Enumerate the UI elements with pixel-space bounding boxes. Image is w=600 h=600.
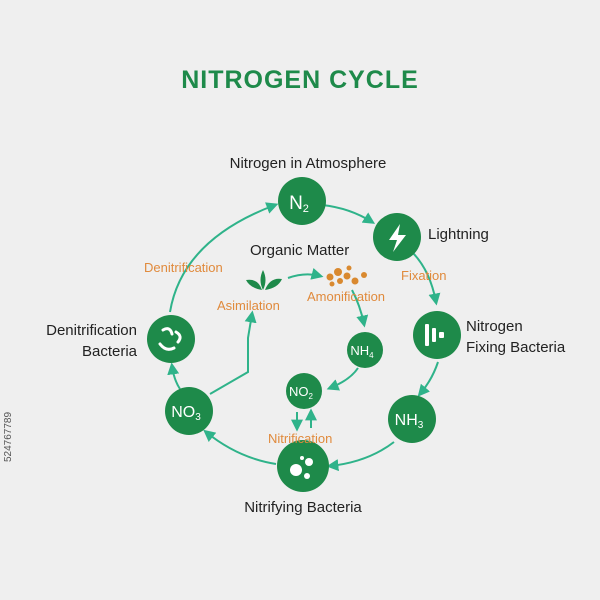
label-fixing-bacteria-1: Nitrogen — [466, 318, 523, 335]
leaf-sprout-icon — [246, 270, 282, 290]
lightning-bolt-icon — [389, 224, 406, 252]
svg-text:NO2: NO2 — [289, 384, 314, 401]
node-nh3: NH3 — [388, 395, 436, 443]
label-atmosphere: Nitrogen in Atmosphere — [229, 155, 387, 172]
dots-cluster-icon — [326, 265, 367, 287]
arrow-nh3-to-nitrifying — [326, 441, 395, 472]
process-fixation: Fixation — [401, 268, 447, 283]
label-fixing-bacteria-2: Fixing Bacteria — [466, 339, 566, 356]
nh3-main: NH — [395, 412, 418, 429]
label-denit-bacteria-1: Denitrification — [46, 322, 137, 339]
node-fixing-bacteria — [413, 311, 461, 359]
nh3-sub: 3 — [418, 420, 424, 431]
node-denitrification-bacteria — [147, 315, 195, 363]
label-lightning: Lightning — [428, 226, 489, 243]
arrow-nh4-to-no2 — [326, 367, 359, 391]
no3-main: NO — [171, 404, 195, 421]
diagram-title: NITROGEN CYCLE — [181, 66, 419, 94]
nh4-sub: 4 — [369, 351, 374, 360]
process-nitrification: Nitrification — [268, 431, 333, 446]
process-amonification: Amonification — [307, 289, 386, 304]
label-denit-bacteria-2: Bacteria — [81, 343, 137, 360]
arrow-no3-to-denit — [167, 362, 181, 390]
no2-main: NO — [289, 384, 309, 399]
swirl-bacteria-icon — [158, 327, 182, 351]
node-no3: NO3 — [165, 387, 213, 435]
svg-text:NH4: NH4 — [350, 343, 374, 360]
label-organic-matter: Organic Matter — [250, 242, 350, 259]
arrow-fixing-to-nh3 — [417, 361, 439, 397]
node-nh4: NH4 — [347, 332, 383, 368]
arrow-nitrifying-to-no3 — [203, 429, 277, 465]
n2-sub: 2 — [303, 203, 309, 215]
node-n2: N2 — [278, 177, 326, 225]
nh4-main: NH — [350, 343, 369, 358]
bacteria-bars-icon — [425, 324, 444, 346]
side-id-text: 524767789 — [3, 411, 14, 462]
no2-sub: 2 — [309, 392, 314, 401]
process-asimilation: Asimilation — [217, 298, 280, 313]
node-nitrifying-bacteria — [277, 440, 329, 492]
cycle-arrows — [167, 202, 441, 472]
arrow-n2-to-lightning — [321, 204, 376, 224]
svg-text:NH3: NH3 — [395, 412, 424, 431]
n2-main: N — [289, 193, 303, 214]
node-no2: NO2 — [286, 373, 322, 409]
inner-arrows — [209, 268, 369, 432]
bubbles-icon — [290, 456, 313, 479]
svg-text:NO3: NO3 — [171, 404, 201, 423]
node-lightning — [373, 213, 421, 261]
no3-sub: 3 — [195, 412, 201, 423]
svg-text:N2: N2 — [289, 193, 309, 215]
process-denitrification: Denitrification — [144, 260, 223, 275]
label-nitrifying-bacteria: Nitrifying Bacteria — [244, 499, 362, 516]
arrow-no3-to-organic — [209, 310, 257, 395]
arrow-organic-to-amonification — [287, 268, 324, 280]
arrow-amonification-to-nh4 — [351, 289, 369, 328]
arrow-denit-to-n2 — [169, 202, 279, 313]
arrow-lightning-to-fixing — [411, 251, 441, 306]
